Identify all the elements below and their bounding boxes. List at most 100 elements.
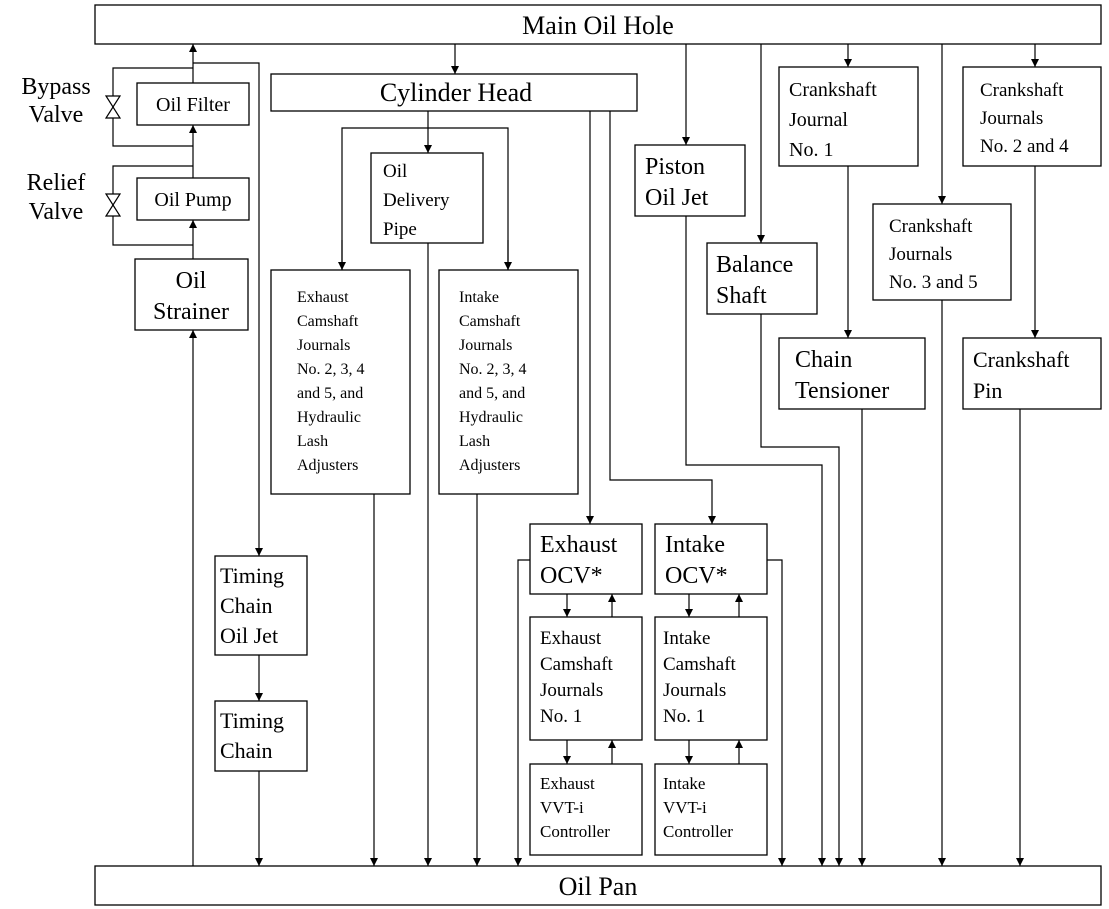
balance-shaft-node: Balance Shaft — [706, 242, 818, 315]
crankshaft-journals-2-4-node: Crankshaft Journals No. 2 and 4 — [962, 66, 1102, 167]
oil-pump-label: Oil Pump — [154, 189, 231, 211]
bypass-valve-label: Bypass Valve — [21, 74, 90, 128]
svg-text:Crankshaft: Crankshaft — [889, 216, 973, 237]
svg-text:Lash: Lash — [459, 433, 490, 450]
svg-text:Timing: Timing — [220, 563, 284, 588]
svg-text:Chain: Chain — [795, 347, 852, 373]
svg-text:Exhaust: Exhaust — [540, 532, 618, 558]
piston-oil-jet-node: Piston Oil Jet — [634, 144, 746, 217]
svg-text:Intake: Intake — [665, 532, 725, 558]
exhaust-ocv-drain-arrow — [514, 559, 530, 866]
intake-ocv-drain-arrow — [767, 559, 786, 866]
svg-text:Lash: Lash — [297, 433, 328, 450]
svg-text:Oil Jet: Oil Jet — [645, 185, 709, 211]
timing-chain-oil-jet-node: Timing Chain Oil Jet — [214, 555, 308, 656]
svg-text:Bypass: Bypass — [21, 74, 90, 100]
svg-text:No. 2 and 4: No. 2 and 4 — [980, 136, 1069, 157]
flow-connectors — [112, 44, 1039, 866]
oil-pan-label: Oil Pan — [559, 872, 638, 901]
svg-text:Controller: Controller — [540, 822, 610, 841]
crankshaft-journal-1-node: Crankshaft Journal No. 1 — [778, 66, 919, 167]
svg-text:Pin: Pin — [973, 378, 1002, 403]
svg-text:Chain: Chain — [220, 738, 273, 763]
svg-text:Chain: Chain — [220, 593, 273, 618]
intake-vvt-controller-node: Intake VVT-i Controller — [654, 763, 768, 856]
svg-text:Oil: Oil — [383, 161, 407, 182]
svg-text:No. 2, 3, 4: No. 2, 3, 4 — [459, 361, 527, 378]
oil-filter-label: Oil Filter — [156, 94, 230, 116]
svg-text:and 5, and: and 5, and — [459, 385, 525, 402]
svg-text:Delivery: Delivery — [383, 190, 450, 211]
svg-text:Camshaft: Camshaft — [663, 654, 737, 675]
svg-text:Relief: Relief — [27, 170, 86, 196]
head-to-cam-journals-branch — [341, 127, 509, 270]
svg-text:Journals: Journals — [540, 680, 603, 701]
oil-pump-node: Oil Pump — [136, 177, 250, 221]
svg-text:Adjusters: Adjusters — [459, 457, 520, 474]
svg-text:Journals: Journals — [980, 108, 1043, 129]
main-oil-hole-node: Main Oil Hole — [94, 4, 1102, 45]
svg-text:VVT-i: VVT-i — [540, 798, 584, 817]
exhaust-ocv-node: Exhaust OCV* — [529, 523, 643, 595]
head-to-intake-ocv-arrow — [609, 111, 716, 524]
bypass-valve-icon — [104, 95, 122, 119]
intake-camshaft-journals-2345-node: Intake Camshaft Journals No. 2, 3, 4 and… — [438, 269, 579, 495]
svg-text:and 5, and: and 5, and — [297, 385, 363, 402]
exhaust-camshaft-journals-2345-node: Exhaust Camshaft Journals No. 2, 3, 4 an… — [270, 269, 411, 495]
relief-valve-label: Relief Valve — [27, 170, 86, 225]
oil-filter-node: Oil Filter — [136, 82, 250, 126]
svg-text:No. 3 and 5: No. 3 and 5 — [889, 272, 978, 293]
svg-text:Tensioner: Tensioner — [795, 378, 889, 404]
svg-text:Hydraulic: Hydraulic — [297, 409, 361, 426]
exhaust-camshaft-journal-1-node: Exhaust Camshaft Journals No. 1 — [529, 616, 643, 741]
relief-valve-icon — [104, 193, 122, 217]
svg-text:No. 1: No. 1 — [540, 706, 582, 727]
svg-text:OCV*: OCV* — [665, 563, 728, 589]
oil-strainer-label-1: Oil — [176, 268, 207, 294]
svg-text:Camshaft: Camshaft — [297, 313, 359, 330]
svg-text:Controller: Controller — [663, 822, 733, 841]
crankshaft-pin-node: Crankshaft Pin — [962, 337, 1102, 410]
oil-strainer-label-2: Strainer — [153, 299, 229, 325]
crankshaft-journals-3-5-node: Crankshaft Journals No. 3 and 5 — [872, 203, 1012, 301]
intake-ocv-node: Intake OCV* — [654, 523, 768, 595]
svg-text:Hydraulic: Hydraulic — [459, 409, 523, 426]
svg-text:Valve: Valve — [29, 102, 84, 128]
svg-text:Journals: Journals — [663, 680, 726, 701]
svg-text:Shaft: Shaft — [716, 283, 767, 309]
chain-tensioner-node: Chain Tensioner — [778, 337, 926, 410]
svg-text:Crankshaft: Crankshaft — [980, 80, 1064, 101]
svg-text:VVT-i: VVT-i — [663, 798, 707, 817]
svg-text:Balance: Balance — [716, 252, 793, 278]
intake-camshaft-journal-1-node: Intake Camshaft Journals No. 1 — [654, 616, 768, 741]
svg-text:Piston: Piston — [645, 154, 705, 180]
svg-text:Oil Jet: Oil Jet — [220, 623, 278, 648]
oil-pan-node: Oil Pan — [94, 865, 1102, 906]
timing-chain-node: Timing Chain — [214, 700, 308, 772]
svg-text:Pipe: Pipe — [383, 219, 417, 240]
svg-text:Exhaust: Exhaust — [540, 774, 595, 793]
main-to-timing-jet-arrow — [193, 62, 263, 556]
svg-text:Intake: Intake — [663, 628, 710, 649]
svg-text:Crankshaft: Crankshaft — [973, 347, 1070, 372]
svg-text:No. 1: No. 1 — [663, 706, 705, 727]
main-oil-hole-label: Main Oil Hole — [522, 11, 674, 40]
svg-text:OCV*: OCV* — [540, 563, 603, 589]
svg-text:Journals: Journals — [459, 337, 512, 354]
svg-text:Intake: Intake — [663, 774, 705, 793]
svg-text:Crankshaft: Crankshaft — [789, 79, 877, 101]
svg-text:Intake: Intake — [459, 289, 499, 306]
piston-jet-to-pan-arrow — [685, 216, 826, 866]
svg-text:Adjusters: Adjusters — [297, 457, 358, 474]
svg-text:Journals: Journals — [889, 244, 952, 265]
cylinder-head-node: Cylinder Head — [270, 73, 638, 112]
oil-delivery-pipe-node: Oil Delivery Pipe — [370, 152, 484, 244]
oil-strainer-node: Oil Strainer — [134, 258, 249, 331]
svg-text:Camshaft: Camshaft — [459, 313, 521, 330]
svg-text:Exhaust: Exhaust — [540, 628, 602, 649]
svg-text:Camshaft: Camshaft — [540, 654, 614, 675]
exhaust-vvt-controller-node: Exhaust VVT-i Controller — [529, 763, 643, 856]
svg-text:Journal: Journal — [789, 109, 848, 131]
svg-text:Valve: Valve — [29, 199, 84, 225]
